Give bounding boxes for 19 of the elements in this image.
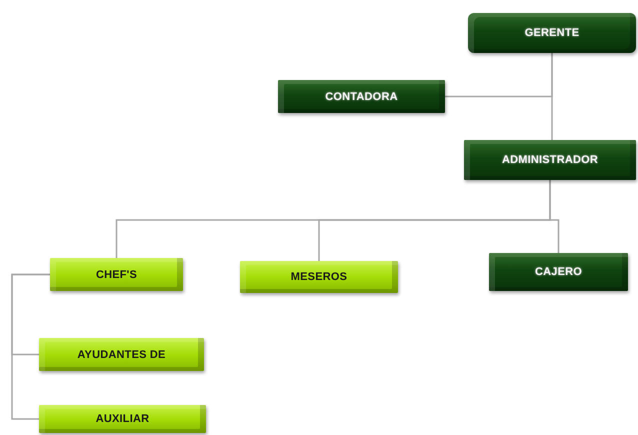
connector-line (551, 53, 553, 140)
position-box (39, 338, 204, 371)
position-title: AYUDANTES DE (77, 348, 166, 360)
position-title: MESEROS (290, 271, 348, 283)
position-box (464, 140, 636, 180)
position-title: ADMINISTRADOR (502, 154, 598, 166)
position-box (468, 13, 636, 53)
position-title: CAJERO (534, 266, 582, 278)
position-title: CONTADORA (325, 90, 398, 102)
position-box (240, 261, 398, 293)
position-box (278, 80, 445, 113)
position-title: AUXILIAR (96, 413, 150, 425)
position-box (489, 253, 628, 291)
position-title: CHEF'S (96, 268, 138, 280)
connector-line (549, 180, 560, 253)
position-title: GERENTE (524, 27, 580, 39)
position-box (50, 258, 183, 291)
connector-line (11, 274, 50, 420)
position-box (39, 405, 206, 433)
